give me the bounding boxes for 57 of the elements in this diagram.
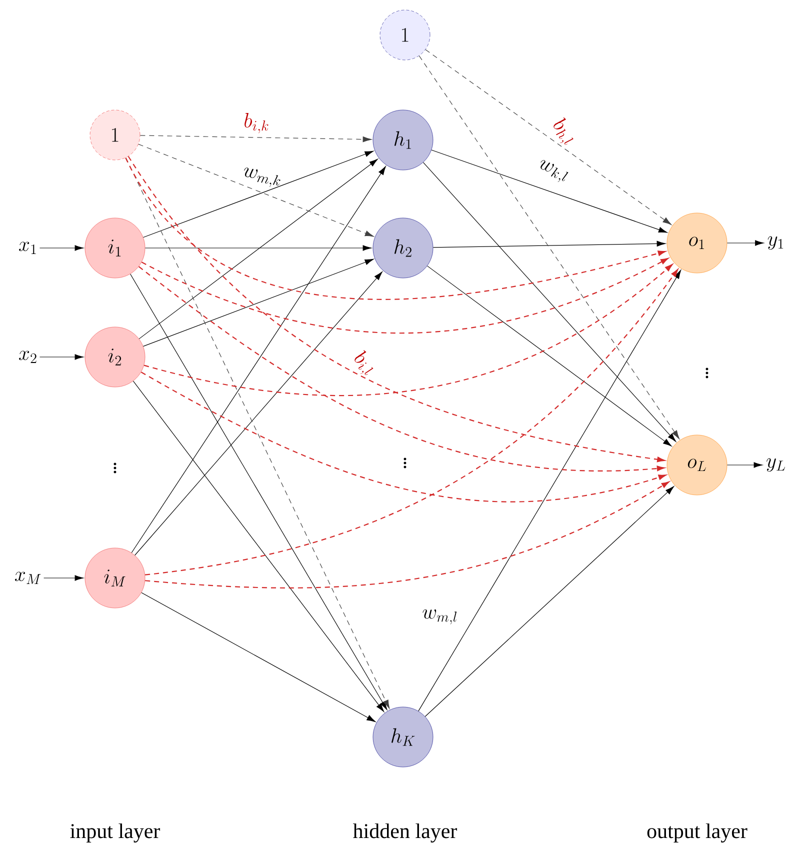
variable-label: $y_1$ xyxy=(768,236,784,250)
arrow xyxy=(425,49,672,225)
edge-label: $b_{h,l}$ xyxy=(554,117,574,145)
arrow xyxy=(418,270,682,712)
arrow xyxy=(422,162,676,442)
ellipsis: $\vdots$ xyxy=(114,462,116,474)
arrow xyxy=(726,462,763,468)
layer-label: input layer xyxy=(70,823,160,843)
arrow xyxy=(134,272,382,556)
arrow xyxy=(39,354,84,360)
weight-label: $w_{m,l}$ xyxy=(422,609,457,624)
weight-label: $w_{m,k}$ xyxy=(244,168,280,187)
arrow xyxy=(44,575,84,581)
input-neuron: $i_2$ xyxy=(84,326,146,388)
hidden-neuron: $h_1$ xyxy=(372,110,434,170)
output-neuron: $o_1$ xyxy=(666,212,728,274)
bias-node: $1$ xyxy=(380,10,430,60)
arrow xyxy=(130,274,388,710)
arrow xyxy=(418,56,680,440)
arrow xyxy=(125,158,666,300)
layer-label: hidden layer xyxy=(353,823,457,843)
arrow xyxy=(144,269,678,576)
arrow xyxy=(128,156,665,462)
arrow xyxy=(131,166,386,554)
arrow xyxy=(142,258,374,347)
input-neuron: $i_M$ xyxy=(84,548,146,608)
arrow xyxy=(141,592,376,722)
arrow xyxy=(145,481,670,588)
arrow xyxy=(39,245,84,251)
ellipsis: $\vdots$ xyxy=(404,458,406,468)
input-neuron: $i_1$ xyxy=(84,218,146,278)
arrow xyxy=(140,135,372,142)
arrow xyxy=(138,266,665,472)
arrow xyxy=(144,264,673,396)
arrow xyxy=(726,240,764,246)
layer-label: output layer xyxy=(647,823,748,843)
variable-label: $x_M$ xyxy=(15,572,41,584)
variable-label: $x_1$ xyxy=(19,242,36,254)
arrow xyxy=(431,150,668,233)
hidden-neuron: $h_2$ xyxy=(372,218,434,278)
arrow xyxy=(138,158,378,340)
arrow xyxy=(424,486,674,717)
ellipsis: $\vdots$ xyxy=(706,368,708,378)
edge-label: $b_{i,l}$ xyxy=(354,350,374,375)
hidden-neuron: $h_K$ xyxy=(372,706,434,768)
arrow xyxy=(141,258,668,334)
output-neuron: $o_L$ xyxy=(666,434,728,496)
arrow xyxy=(144,245,372,251)
arrow xyxy=(432,240,666,248)
arrow xyxy=(132,380,384,712)
bias-node: $1$ xyxy=(90,110,140,160)
arrow xyxy=(427,266,672,446)
variable-label: $x_2$ xyxy=(19,350,36,364)
arrow xyxy=(140,372,666,502)
edge-label: $b_{i,k}$ xyxy=(244,112,268,134)
variable-label: $y_L$ xyxy=(766,458,785,472)
weight-label: $w_{k,l}$ xyxy=(540,160,568,182)
